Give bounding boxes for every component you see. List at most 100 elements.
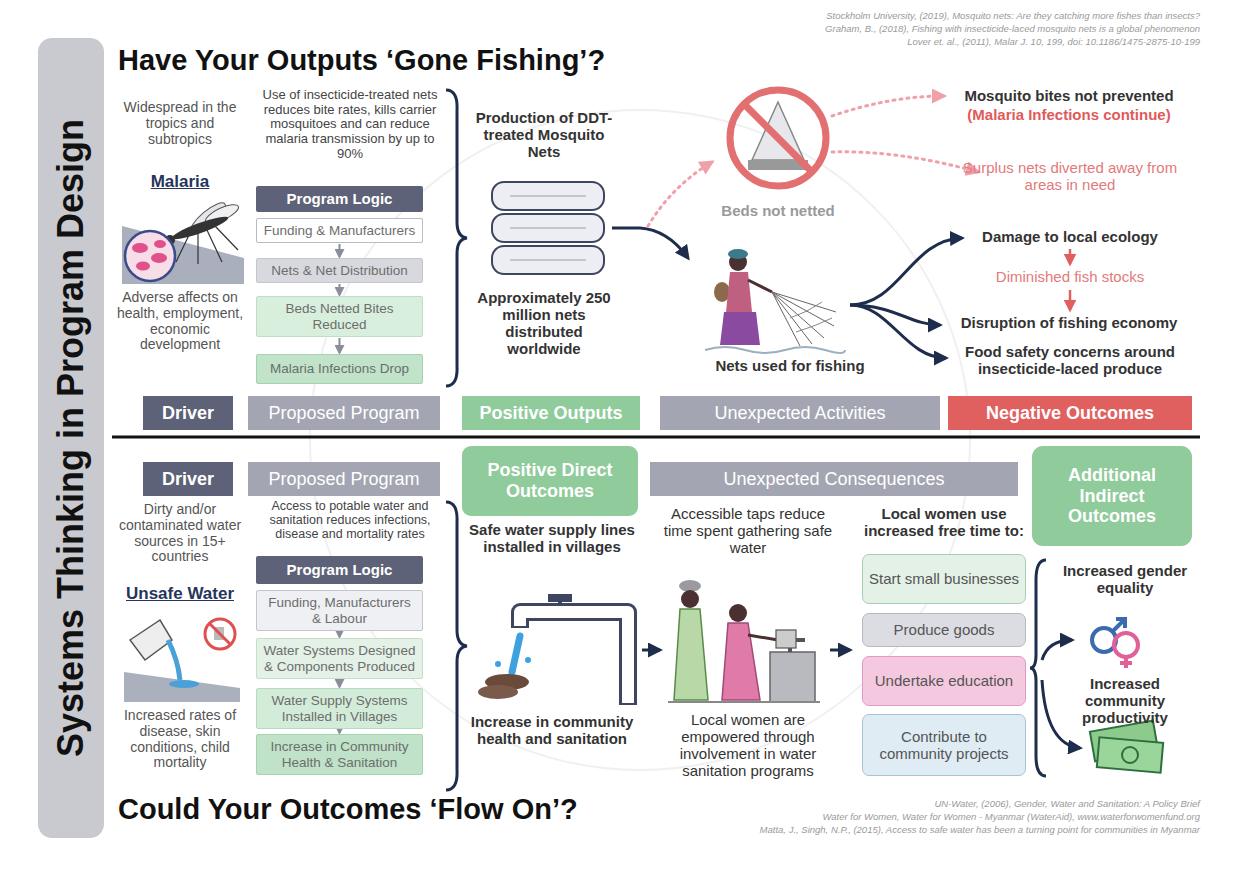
unsafe-water-illustration <box>210 624 230 644</box>
column-header: Driver <box>143 462 233 496</box>
flow-arrow <box>339 632 341 637</box>
fishing-woman-illustration <box>772 292 836 346</box>
tap-illustration <box>558 602 562 606</box>
flow-arrow <box>850 305 946 358</box>
bracket <box>446 502 467 790</box>
node-text: Proposed Program <box>268 469 419 490</box>
node-text: Positive Outputs <box>479 403 622 424</box>
tap-illustration <box>495 661 501 667</box>
column-header: Proposed Program <box>248 462 440 496</box>
activity-box: Produce goods <box>862 613 1026 647</box>
flow-arrow <box>642 649 660 652</box>
gender-symbol <box>1120 657 1132 668</box>
no-bed-net-icon <box>730 90 826 186</box>
node-text: Proposed Program <box>268 403 419 424</box>
nets-illustration <box>510 196 586 260</box>
women-at-tap-illustration <box>776 630 796 648</box>
money-illustration <box>1090 721 1163 773</box>
women-at-tap-illustration <box>729 604 747 622</box>
flow-arrow <box>1042 640 1072 660</box>
dotted-arrow <box>648 162 712 226</box>
program-note: Use of insecticide-treated nets reduces … <box>254 88 446 161</box>
flow-arrow <box>612 228 688 258</box>
outcome-label: Food safety concerns around insecticide-… <box>950 344 1190 378</box>
node-text: Funding & Manufacturers <box>264 223 416 239</box>
activity-box: Undertake education <box>862 656 1026 706</box>
mosquito-illustration <box>214 225 238 250</box>
driver-note: Dirty and/or contaminated water sources … <box>116 502 244 565</box>
activity-box: Contribute to community projects <box>862 714 1026 776</box>
outcome-label: Surplus nets diverted away from areas in… <box>960 160 1180 194</box>
outcome-label: Diminished fish stocks <box>950 269 1190 286</box>
logic-step: Malaria Infections Drop <box>256 354 423 384</box>
node-text: Start small businesses <box>869 570 1019 587</box>
blood-cells-icon <box>136 262 150 271</box>
outcome-label: Mosquito bites not prevented <box>945 88 1193 105</box>
blood-cells-icon <box>125 231 175 281</box>
bracket <box>446 90 467 386</box>
unsafe-water-illustration <box>169 680 199 688</box>
tap-illustration <box>548 594 572 602</box>
section-heading: Have Your Outputs ‘Gone Fishing’? <box>118 44 718 77</box>
citation: UN-Water, (2006), Gender, Water and Sani… <box>690 798 1200 809</box>
women-at-tap-illustration <box>674 609 708 700</box>
fishing-woman-illustration <box>726 272 752 312</box>
node-text: Driver <box>162 469 214 490</box>
fishing-woman-illustration <box>748 280 772 292</box>
consequence-note: Accessible taps reduce time spent gather… <box>662 506 834 557</box>
flow-arrow <box>850 238 962 305</box>
fishing-woman-illustration <box>728 249 748 259</box>
column-header: Negative Outcomes <box>948 396 1192 430</box>
node-text: Water Supply Systems Installed in Villag… <box>262 693 417 724</box>
output-heading: Production of DDT-treated Mosquito Nets <box>472 110 616 161</box>
mosquito-illustration <box>176 233 190 262</box>
women-at-tap-illustration <box>668 580 820 702</box>
output-note: Approximately 250 million nets distribut… <box>472 290 616 358</box>
money-illustration <box>1122 747 1138 763</box>
indirect-outcome: Increased community productivity <box>1055 676 1195 727</box>
blood-cells-icon <box>151 253 167 263</box>
flow-arrow <box>830 649 850 652</box>
bracket <box>1030 560 1046 776</box>
program-logic-panel: Program LogicFunding & ManufacturersNets… <box>256 186 423 386</box>
fishing-woman-illustration <box>705 249 845 353</box>
gender-symbol <box>1114 633 1138 657</box>
women-at-tap-illustration <box>770 652 815 702</box>
women-at-tap-illustration <box>748 635 778 640</box>
node-text: Nets & Net Distribution <box>271 263 408 279</box>
citation: Matta, J., Singh, N.P., (2015), Access t… <box>690 824 1200 835</box>
node-text: Water Systems Designed & Components Prod… <box>262 643 417 674</box>
logic-step: Nets & Net Distribution <box>256 258 423 283</box>
citation: Graham, B., (2018), Fishing with insecti… <box>690 23 1200 34</box>
node-text: Beds Netted Bites Reduced <box>262 301 417 332</box>
outcome-label: Damage to local ecology <box>950 229 1190 246</box>
indirect-outcome: Increased gender equality <box>1055 563 1195 597</box>
node-text: Additional Indirect Outcomes <box>1037 465 1187 527</box>
node-text: Increase in Community Health & Sanitatio… <box>262 739 417 770</box>
driver-note: Increased rates of disease, skin conditi… <box>116 708 244 771</box>
fishing-woman-illustration <box>790 302 832 332</box>
women-at-tap-illustration <box>668 701 820 703</box>
nets-illustration <box>492 182 604 274</box>
panel-heading: Program Logic <box>256 556 423 584</box>
mosquito-illustration <box>197 231 198 264</box>
activity-box: Start small businesses <box>862 554 1026 604</box>
logic-step: Funding, Manufacturers & Labour <box>256 590 423 631</box>
section-heading: Could Your Outcomes ‘Flow On’? <box>118 793 718 826</box>
gender-symbol <box>1113 619 1125 631</box>
blood-cells-icon <box>154 240 166 248</box>
panel-heading: Program Logic <box>256 186 423 212</box>
column-header: Positive Outputs <box>462 396 640 430</box>
fishing-woman-illustration <box>720 312 760 345</box>
activity-label: Beds not netted <box>708 203 848 220</box>
tap-illustration <box>478 594 628 705</box>
column-header: Unexpected Consequences <box>650 462 1018 496</box>
node-text: Positive Direct Outcomes <box>467 460 633 501</box>
outcome-label: (Malaria Infections continue) <box>945 107 1193 124</box>
list-heading: Local women use increased free time to: <box>852 506 1036 540</box>
outcome-label: Disruption of fishing economy <box>945 315 1193 332</box>
side-title: Systems Thinking in Program Design <box>49 38 93 838</box>
logic-step: Beds Netted Bites Reduced <box>256 296 423 337</box>
citation: Water for Women, Water for Women - Myanm… <box>690 811 1200 822</box>
program-note: Access to potable water and sanitation r… <box>254 499 446 541</box>
